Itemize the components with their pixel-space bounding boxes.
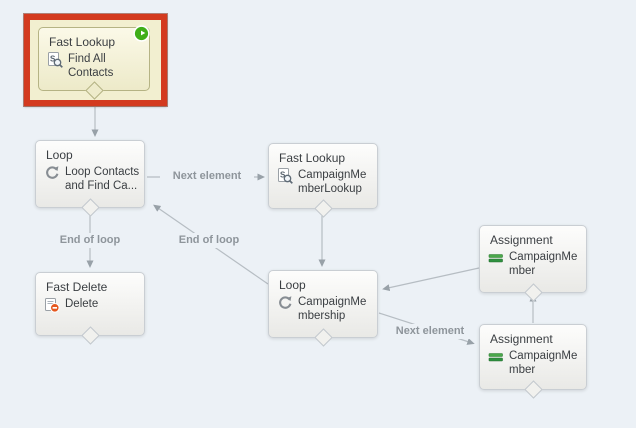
node-type-label: Assignment bbox=[490, 332, 553, 346]
node-type-label: Loop bbox=[46, 148, 73, 162]
node-name: Find All Contacts bbox=[68, 53, 114, 79]
connector-assignment1-to-loop2[interactable] bbox=[382, 267, 480, 292]
connector-label-end-of-loop-1[interactable]: End of loop bbox=[46, 233, 134, 248]
fast-delete-icon bbox=[44, 297, 60, 313]
node-loop-contacts[interactable]: Loop Loop Contacts and Find Ca... bbox=[35, 140, 145, 217]
connector-label-next-element-1[interactable]: Next element bbox=[160, 169, 254, 184]
node-assignment-upper[interactable]: Assignment CampaignMember bbox=[479, 225, 587, 302]
node-name: CampaignMembership bbox=[298, 296, 367, 322]
svg-text:S: S bbox=[280, 171, 286, 180]
node-assignment-lower[interactable]: Assignment CampaignMember bbox=[479, 324, 587, 399]
fast-lookup-icon: S bbox=[277, 168, 293, 184]
node-type-label: Fast Lookup bbox=[49, 35, 116, 49]
assignment-icon bbox=[488, 349, 504, 365]
node-type-label: Loop bbox=[279, 278, 306, 292]
node-name: CampaignMember bbox=[509, 350, 578, 376]
assignment-icon bbox=[488, 250, 504, 266]
node-fast-lookup-find-all-contacts[interactable]: Fast Lookup S Find All Contacts bbox=[38, 27, 150, 100]
fast-lookup-icon: S bbox=[47, 52, 63, 68]
loop-icon bbox=[44, 165, 60, 181]
start-element-badge-icon bbox=[133, 25, 150, 42]
node-type-label: Fast Lookup bbox=[279, 151, 346, 165]
node-name: Delete bbox=[65, 298, 99, 310]
node-loop-campaignmembership[interactable]: Loop CampaignMembership bbox=[268, 270, 378, 347]
node-type-label: Assignment bbox=[490, 233, 553, 247]
node-name: CampaignMember bbox=[509, 251, 578, 277]
connector-label-next-element-2[interactable]: Next element bbox=[383, 324, 477, 339]
node-name: CampaignMemberLookup bbox=[298, 169, 367, 195]
node-fast-lookup-campaignmember[interactable]: Fast Lookup S CampaignMemberLookup bbox=[268, 143, 378, 218]
node-type-label: Fast Delete bbox=[46, 280, 108, 294]
svg-text:S: S bbox=[50, 55, 56, 64]
node-name: Loop Contacts and Find Ca... bbox=[65, 166, 140, 192]
node-fast-delete[interactable]: Fast Delete Delete bbox=[35, 272, 145, 345]
connector-label-end-of-loop-2[interactable]: End of loop bbox=[165, 233, 253, 248]
loop-icon bbox=[277, 295, 293, 311]
